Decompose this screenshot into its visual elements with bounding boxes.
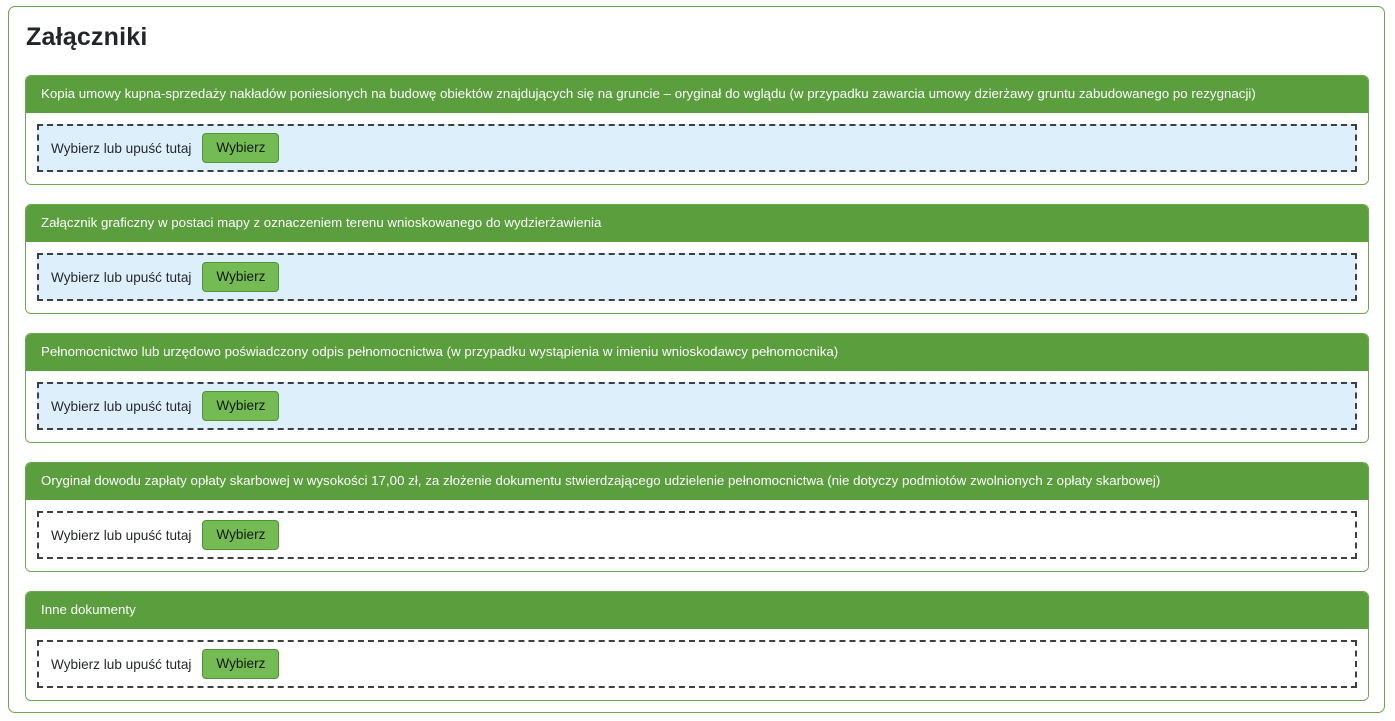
- dropzone-label: Wybierz lub upuść tutaj: [51, 398, 192, 414]
- attachment-header-label: Oryginał dowodu zapłaty opłaty skarbowej…: [26, 463, 1368, 500]
- attachment-card: Inne dokumenty Wybierz lub upuść tutaj W…: [25, 591, 1369, 701]
- file-dropzone[interactable]: Wybierz lub upuść tutaj Wybierz: [37, 640, 1357, 688]
- choose-file-button[interactable]: Wybierz: [202, 390, 280, 422]
- attachment-body: Wybierz lub upuść tutaj Wybierz: [26, 629, 1368, 700]
- file-dropzone[interactable]: Wybierz lub upuść tutaj Wybierz: [37, 124, 1357, 172]
- choose-file-button[interactable]: Wybierz: [202, 261, 280, 293]
- attachment-card: Załącznik graficzny w postaci mapy z ozn…: [25, 204, 1369, 314]
- attachment-card: Pełnomocnictwo lub urzędowo poświadczony…: [25, 333, 1369, 443]
- attachments-list: Kopia umowy kupna-sprzedaży nakładów pon…: [25, 75, 1369, 720]
- choose-file-button[interactable]: Wybierz: [202, 648, 280, 680]
- file-dropzone[interactable]: Wybierz lub upuść tutaj Wybierz: [37, 382, 1357, 430]
- attachment-body: Wybierz lub upuść tutaj Wybierz: [26, 371, 1368, 442]
- page-title: Załączniki: [26, 23, 148, 51]
- attachment-header-label: Kopia umowy kupna-sprzedaży nakładów pon…: [26, 76, 1368, 113]
- attachments-page-panel: Załączniki Kopia umowy kupna-sprzedaży n…: [8, 6, 1385, 713]
- dropzone-label: Wybierz lub upuść tutaj: [51, 140, 192, 156]
- attachment-card: Kopia umowy kupna-sprzedaży nakładów pon…: [25, 75, 1369, 185]
- file-dropzone[interactable]: Wybierz lub upuść tutaj Wybierz: [37, 511, 1357, 559]
- choose-file-button[interactable]: Wybierz: [202, 519, 280, 551]
- attachment-card: Oryginał dowodu zapłaty opłaty skarbowej…: [25, 462, 1369, 572]
- attachment-header-label: Pełnomocnictwo lub urzędowo poświadczony…: [26, 334, 1368, 371]
- dropzone-label: Wybierz lub upuść tutaj: [51, 527, 192, 543]
- attachment-body: Wybierz lub upuść tutaj Wybierz: [26, 113, 1368, 184]
- attachment-body: Wybierz lub upuść tutaj Wybierz: [26, 242, 1368, 313]
- attachment-header-label: Inne dokumenty: [26, 592, 1368, 629]
- choose-file-button[interactable]: Wybierz: [202, 132, 280, 164]
- dropzone-label: Wybierz lub upuść tutaj: [51, 656, 192, 672]
- attachment-header-label: Załącznik graficzny w postaci mapy z ozn…: [26, 205, 1368, 242]
- attachment-body: Wybierz lub upuść tutaj Wybierz: [26, 500, 1368, 571]
- dropzone-label: Wybierz lub upuść tutaj: [51, 269, 192, 285]
- file-dropzone[interactable]: Wybierz lub upuść tutaj Wybierz: [37, 253, 1357, 301]
